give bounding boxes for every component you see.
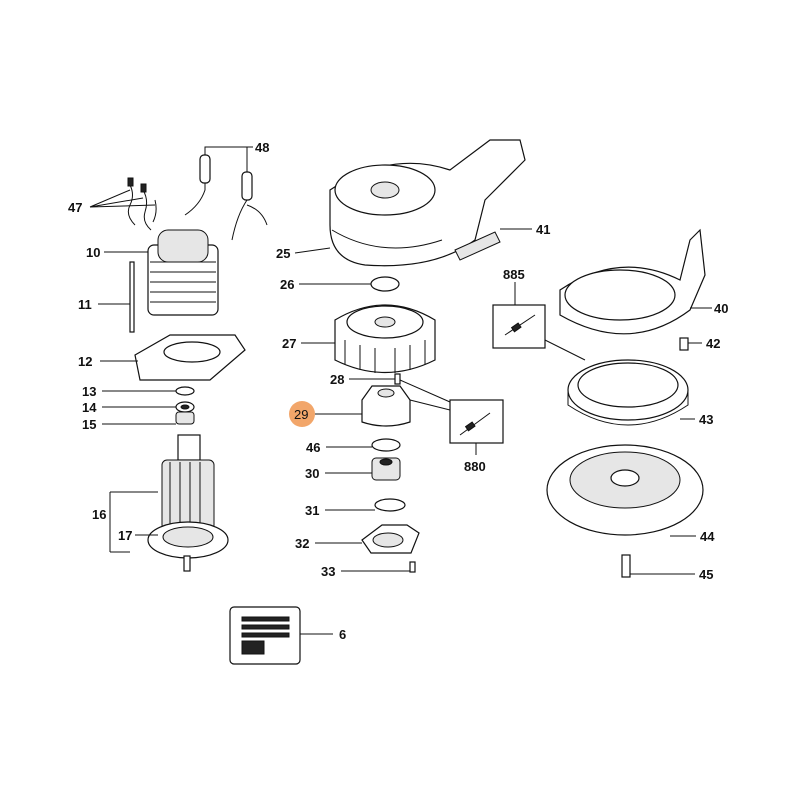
label-880[interactable]: 880	[464, 459, 486, 474]
screw-11	[129, 261, 135, 333]
label-41[interactable]: 41	[536, 222, 550, 237]
label-47[interactable]: 47	[68, 200, 82, 215]
coil-bracket-12	[134, 334, 246, 381]
screw-42	[679, 337, 689, 351]
pin-28	[394, 373, 401, 385]
label-6[interactable]: 6	[339, 627, 346, 642]
label-17[interactable]: 17	[118, 528, 132, 543]
fan-27	[334, 304, 436, 373]
label-28[interactable]: 28	[330, 372, 344, 387]
highlight-marker-29[interactable]	[289, 401, 315, 427]
label-25[interactable]: 25	[276, 246, 290, 261]
label-27[interactable]: 27	[282, 336, 296, 351]
screw-33	[409, 561, 416, 573]
label-29[interactable]: 29	[294, 407, 308, 422]
label-16[interactable]: 16	[92, 507, 106, 522]
circlip-31	[374, 498, 406, 512]
carbon-brush-885-box	[492, 304, 546, 349]
label-10[interactable]: 10	[86, 245, 100, 260]
label-30[interactable]: 30	[305, 466, 319, 481]
label-31[interactable]: 31	[305, 503, 319, 518]
label-44[interactable]: 44	[700, 529, 715, 544]
o-ring-26	[370, 276, 400, 292]
shroud-40	[559, 228, 706, 335]
label-48[interactable]: 48	[255, 140, 269, 155]
label-26[interactable]: 26	[280, 277, 294, 292]
label-15[interactable]: 15	[82, 417, 96, 432]
label-45[interactable]: 45	[699, 567, 713, 582]
armature-16	[147, 434, 229, 572]
label-33[interactable]: 33	[321, 564, 335, 579]
screw-45	[621, 554, 631, 578]
label-42[interactable]: 42	[706, 336, 720, 351]
nut-29	[361, 385, 411, 427]
label-14[interactable]: 14	[82, 400, 97, 415]
label-13[interactable]: 13	[82, 384, 96, 399]
label-40[interactable]: 40	[714, 301, 728, 316]
label-32[interactable]: 32	[295, 536, 309, 551]
wire-terminals-48	[184, 150, 268, 241]
nameplate-6	[229, 606, 301, 665]
label-11[interactable]: 11	[78, 297, 92, 312]
washers-13-15	[175, 386, 195, 425]
plate-32	[361, 524, 420, 554]
part-labels: 48 47 10 11 12 13 14 15 16 17 25 26 27 2…	[68, 140, 728, 642]
label-41	[454, 231, 501, 261]
label-46[interactable]: 46	[306, 440, 320, 455]
leader-lines	[89, 146, 712, 635]
label-12[interactable]: 12	[78, 354, 92, 369]
carbon-brush-880-box	[449, 399, 504, 444]
bearing-30	[371, 457, 401, 481]
bearing-ring-43	[567, 359, 689, 426]
o-ring-46	[371, 438, 401, 452]
brush-leads-47	[127, 177, 157, 231]
gear-housing-25	[329, 139, 526, 267]
field-coil-10	[147, 229, 219, 316]
label-885[interactable]: 885	[503, 267, 525, 282]
sanding-pad-44	[546, 444, 704, 536]
label-43[interactable]: 43	[699, 412, 713, 427]
